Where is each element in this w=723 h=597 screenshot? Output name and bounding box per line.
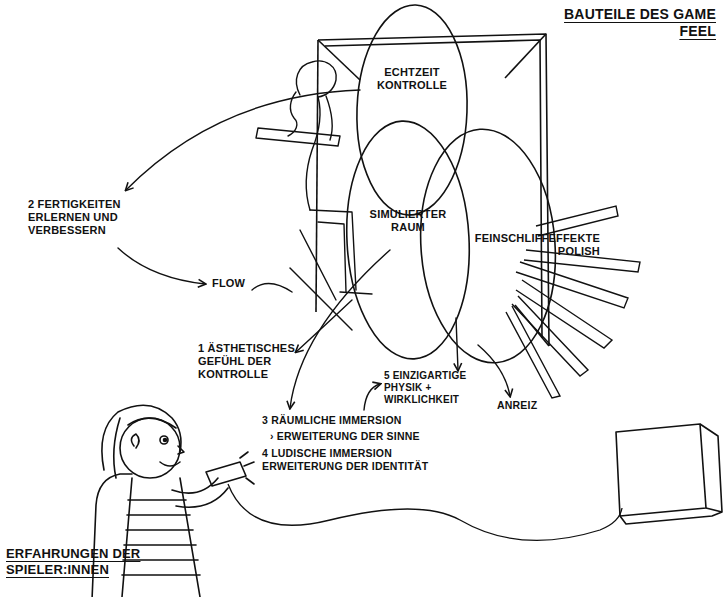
small-screen (700, 424, 722, 512)
flow-arrows (364, 384, 380, 410)
cable (228, 484, 622, 540)
player-girl (92, 405, 254, 597)
player-girl (176, 488, 228, 507)
ellipse-outline (356, 4, 468, 216)
ellipse-node: ECHTZEIT KONTROLLE (356, 4, 468, 216)
player-girl (164, 439, 167, 442)
experience-label: 3 RÄUMLICHE IMMERSION (262, 414, 422, 427)
player-girl (180, 478, 200, 597)
experience-label: 2 FERTIGKEITEN ERLERNEN UND VERBESSERN (28, 198, 140, 238)
polish-rays (512, 296, 588, 376)
small-screen (616, 424, 722, 524)
diagram-title: BAUTEILE DES GAME FEEL (548, 6, 716, 40)
screen-figure (256, 128, 340, 146)
experience-label: 4 LUDISCHE IMMERSION ERWEITERUNG DER IDE… (262, 447, 458, 472)
small-screen (620, 512, 722, 524)
monitor (505, 34, 546, 78)
ellipse-outline (341, 118, 475, 362)
monitor (318, 34, 549, 346)
player-girl (240, 452, 254, 484)
player-girl (126, 529, 193, 531)
player-girl (120, 418, 180, 478)
player-girl (114, 418, 120, 478)
node-label: FEINSCHLIFFEFFEKTE POLISH (458, 232, 600, 258)
screen-figure (318, 222, 346, 292)
ellipse-outline (413, 125, 563, 368)
player-girl (128, 418, 176, 428)
screen-figure (310, 210, 356, 290)
experience-label: 5 EINZIGARTIGE PHYSIK + WIRKLICHKEIT (384, 370, 496, 406)
experience-label: 1 ÄSTHETISCHES GEFÜHL DER KONTROLLE (198, 342, 304, 382)
flow-arrows (478, 345, 510, 396)
polish-rays (516, 280, 612, 348)
ellipse-outline (346, 120, 470, 360)
player-girl (128, 499, 186, 501)
cable (228, 484, 622, 540)
ellipse-outline (353, 3, 470, 217)
monitor (318, 40, 360, 80)
player-girl (178, 446, 184, 454)
monitor (325, 40, 542, 338)
player-girl (127, 514, 190, 516)
flow-arrows (296, 300, 352, 352)
player-girl (206, 462, 246, 486)
section-heading: ERFAHRUNGEN DER SPIELER:INNEN (6, 546, 156, 577)
experience-label: › ERWEITERUNG DER SINNE (270, 430, 430, 443)
player-girl (122, 574, 200, 576)
experience-label: ANREIZ (497, 399, 557, 412)
experience-label: FLOW (212, 277, 262, 290)
player-girl (131, 434, 139, 448)
flow-arrows (118, 90, 510, 410)
screen-figure (300, 230, 336, 300)
ellipse-node: FEINSCHLIFFEFFEKTE POLISH (420, 128, 556, 364)
flow-arrows (252, 283, 292, 292)
polish-rays (506, 306, 560, 398)
ellipse-outline (420, 128, 556, 364)
flow-arrows (118, 248, 205, 284)
flow-arrows (126, 90, 360, 190)
player-girl (160, 436, 168, 444)
player-girl (160, 462, 180, 466)
player-girl (124, 544, 196, 546)
polish-rays (536, 206, 618, 236)
player-girl (122, 478, 132, 597)
small-screen (616, 424, 706, 516)
screen-figure (306, 97, 320, 210)
node-label: ECHTZEIT KONTROLLE (370, 66, 454, 92)
player-girl (92, 474, 132, 597)
monitor (316, 40, 318, 312)
node-label: SIMULIERTER RAUM (360, 208, 456, 234)
flow-arrows (290, 250, 390, 408)
screen-figure (326, 96, 332, 140)
ellipse-node: SIMULIERTER RAUM (346, 120, 470, 360)
